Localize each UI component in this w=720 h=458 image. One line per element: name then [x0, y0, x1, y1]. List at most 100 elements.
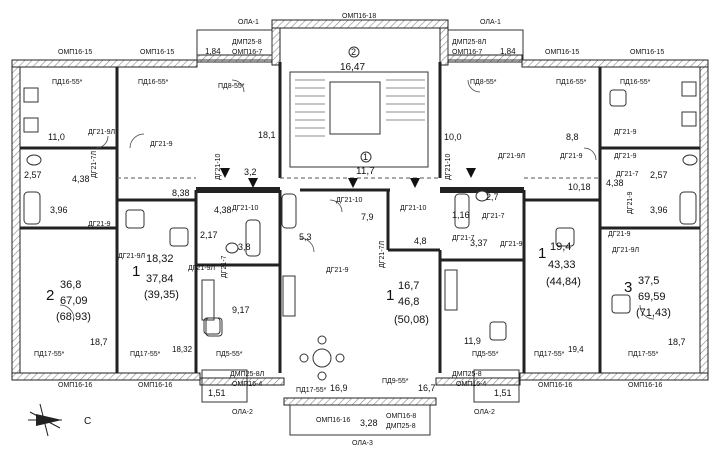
plan-label: 3,28: [360, 418, 378, 428]
plan-label: ДГ21-9Л: [612, 247, 640, 254]
plan-label: ПД8-55*: [470, 79, 497, 86]
plan-label: ДГ21-9Л: [188, 265, 216, 272]
plan-label: ДГ21-9: [326, 267, 349, 274]
apartment-1room-center: 1 16,7 46,8 (50,08): [386, 280, 429, 326]
fixtures: [23, 81, 698, 381]
bottom-labels: ОМП16-16 ОМП16-16 ОМП16-16 ОМП16-16 ОМП1…: [58, 371, 662, 447]
plan-label: 3,2: [244, 167, 257, 177]
plan-label: 37,84: [146, 273, 174, 285]
plan-label: ОМП16-16: [138, 382, 172, 389]
plan-label: ОЛА-2: [232, 409, 253, 416]
plan-label: 67,09: [60, 295, 88, 307]
plan-label: ДГ21-9Л: [118, 253, 146, 260]
plan-label: 10,18: [568, 182, 591, 192]
plan-label: (39,35): [144, 289, 179, 301]
plan-label: ДМП25-8: [386, 423, 416, 430]
plan-label: 1,51: [208, 388, 226, 398]
plan-label: 1: [386, 287, 394, 304]
plan-label: ПД17-55*: [34, 351, 65, 358]
plan-label: 1,51: [494, 388, 512, 398]
plan-label: ДГ21-9: [150, 141, 173, 148]
omp16-7-left-label: ОМП16-7: [232, 49, 262, 56]
plan-label: 3,37: [470, 238, 488, 248]
apartment-3room: 3 37,5 69,59 (71,43): [624, 275, 671, 319]
plan-label: 16,7: [418, 383, 436, 393]
plan-label: 2,57: [24, 170, 42, 180]
plan-label: 69,59: [638, 291, 666, 303]
omp16-15-label: ОМП16-15: [58, 49, 92, 56]
plan-label: 11,9: [464, 336, 481, 346]
plan-label: ПД17-55*: [296, 387, 327, 394]
plan-label: 37,5: [638, 275, 659, 287]
plan-label: ОМП16-16: [58, 382, 92, 389]
plan-label: ОЛА-2: [474, 409, 495, 416]
plan-label: (50,08): [394, 314, 429, 326]
plan-label: 4,38: [72, 174, 90, 184]
plan-label: 16,9: [330, 383, 348, 393]
plan-label: 16,7: [398, 280, 419, 292]
stair-number: 2: [351, 47, 356, 57]
plan-label: ДГ21-7: [616, 171, 639, 178]
hall-number: 1: [363, 152, 368, 162]
compass-north-letter: С: [84, 416, 91, 427]
plan-label: ПД5-55*: [216, 351, 243, 358]
plan-label: ОМП16-4: [232, 381, 262, 388]
balcony-left-area: 1,84: [205, 47, 221, 56]
plan-label: (68,93): [56, 311, 91, 323]
plan-label: 18,7: [90, 337, 108, 347]
plan-label: ДГ21-9: [88, 221, 111, 228]
plan-label: ДМП25-8: [452, 371, 482, 378]
plan-label: ПД16-55*: [556, 79, 587, 86]
omp16-18-label: ОМП16-18: [342, 13, 376, 20]
plan-label: 3,96: [50, 205, 68, 215]
hall-area: 11,7: [356, 166, 375, 177]
staircase: [289, 46, 429, 168]
plan-label: ДГ21-10: [400, 205, 427, 212]
plan-label: 18,32: [172, 345, 193, 354]
plan-label: ПД16-55*: [138, 79, 169, 86]
plan-label: ДГ21-7: [452, 235, 475, 242]
plan-label: ОМП16-16: [316, 417, 350, 424]
plan-label: 1: [538, 245, 546, 262]
omp16-15-label: ОМП16-15: [545, 49, 579, 56]
inner-walls: [20, 62, 700, 373]
plan-label: ПД8-55*: [218, 83, 245, 90]
plan-label: ПД9-55*: [382, 378, 409, 385]
plan-label: ДГ21-9Л: [498, 153, 526, 160]
plan-label: ДГ21-9: [500, 241, 523, 248]
plan-label: ДГ21-7: [221, 255, 228, 278]
plan-label: ДГ21-10: [232, 205, 259, 212]
plan-label: (71,43): [636, 307, 671, 319]
plan-label: 43,33: [548, 259, 576, 271]
plan-label: ПД17-55*: [628, 351, 659, 358]
omp16-15-label: ОМП16-15: [140, 49, 174, 56]
plan-label: ПД17-55*: [534, 351, 565, 358]
plan-label: 46,8: [398, 296, 419, 308]
plan-label: ДГ21-9: [560, 153, 583, 160]
plan-label: 1,16: [452, 210, 470, 220]
plan-label: ОМП16-16: [538, 382, 572, 389]
plan-label: ОМП16-8: [386, 413, 416, 420]
plan-label: ДМП25-8Л: [230, 371, 265, 378]
plan-label: ДГ21-9: [614, 153, 637, 160]
plan-label: 18,1: [258, 130, 276, 140]
top-labels: ОЛА-1 ОМП16-18 ОЛА-1 ДМП25-8 ОМП16-7 ДМП…: [58, 13, 664, 56]
plan-label: ДГ21-10: [336, 197, 363, 204]
plan-label: ДГ21-9: [627, 191, 634, 214]
plan-label: 19,4: [550, 241, 571, 253]
plan-label: 18,7: [668, 337, 686, 347]
stair-area: 16,47: [340, 62, 365, 73]
plan-label: 9,17: [232, 305, 250, 315]
plan-label: ДГ21-9Л: [88, 129, 116, 136]
plan-label: ДГ21-7: [482, 213, 505, 220]
room-areas: 11,0 2,57 4,38 3,96 18,7 18,1 8,38 3,2 4…: [24, 130, 686, 428]
plan-label: 3,8: [238, 242, 251, 252]
plan-label: 4,38: [606, 178, 624, 188]
plan-label: 7,9: [361, 212, 374, 222]
plan-label: (44,84): [546, 276, 581, 288]
ola-1-left-label: ОЛА-1: [238, 19, 259, 26]
apartment-1room-right: 1 19,4 43,33 (44,84): [538, 241, 581, 288]
apartment-1room-left: 1 18,32 37,84 (39,35): [132, 253, 179, 301]
door-swings: [59, 79, 655, 320]
